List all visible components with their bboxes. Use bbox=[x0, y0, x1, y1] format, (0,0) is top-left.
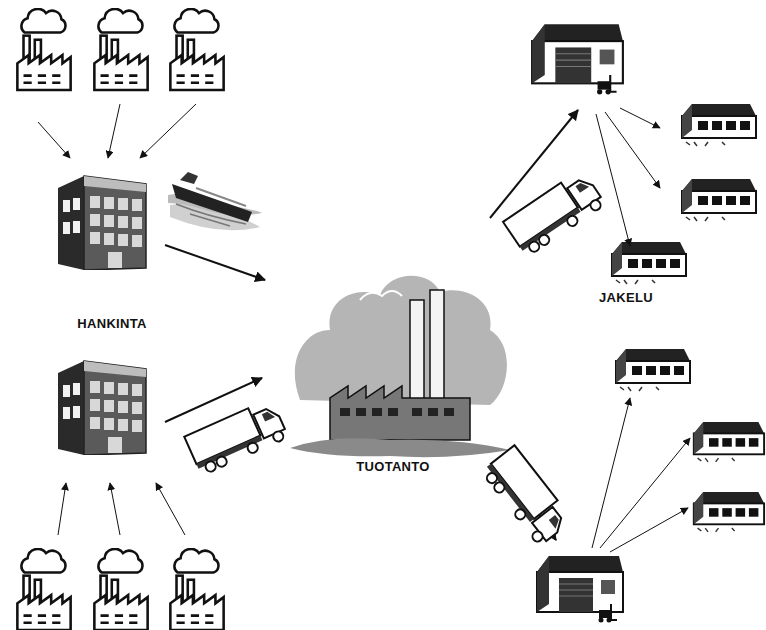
retail-store bbox=[682, 104, 756, 146]
delivery-truck bbox=[503, 169, 606, 258]
production-plant bbox=[290, 276, 510, 457]
supplier-factory bbox=[170, 9, 223, 90]
smoke-detail bbox=[360, 291, 402, 300]
delivery-truck bbox=[184, 398, 288, 476]
supplier-factory bbox=[17, 549, 70, 630]
retail-store bbox=[694, 492, 764, 532]
delivery-truck bbox=[481, 445, 573, 546]
retail-store bbox=[616, 349, 690, 391]
plant-windows bbox=[340, 408, 454, 416]
plant-smoke bbox=[295, 276, 507, 405]
supplier-factory bbox=[94, 549, 147, 630]
supplier-arrows bbox=[38, 104, 196, 535]
supplier-factory bbox=[94, 9, 147, 90]
plant-ground bbox=[290, 438, 510, 457]
stage-label: TUOTANTO bbox=[356, 459, 429, 474]
supplier-factory bbox=[170, 549, 223, 630]
cargo-ship bbox=[168, 172, 262, 230]
ship-deck bbox=[196, 188, 246, 206]
distribution-arrows bbox=[592, 108, 690, 552]
stage-label: JAKELU bbox=[599, 290, 653, 305]
retail-store bbox=[612, 242, 686, 284]
stage-label: HANKINTA bbox=[77, 316, 146, 331]
wake-lines bbox=[176, 204, 246, 226]
procurement-office bbox=[58, 361, 146, 455]
plant-chimney bbox=[430, 290, 444, 400]
retail-store bbox=[694, 422, 764, 462]
plant-hall bbox=[330, 386, 470, 440]
retail-store bbox=[682, 179, 756, 221]
supplier-factory bbox=[17, 9, 70, 90]
distribution-warehouse bbox=[532, 24, 623, 94]
ship-bridge bbox=[180, 172, 198, 184]
distribution-warehouse bbox=[537, 556, 623, 623]
procurement-office bbox=[58, 176, 146, 270]
plant-chimney bbox=[410, 300, 424, 400]
